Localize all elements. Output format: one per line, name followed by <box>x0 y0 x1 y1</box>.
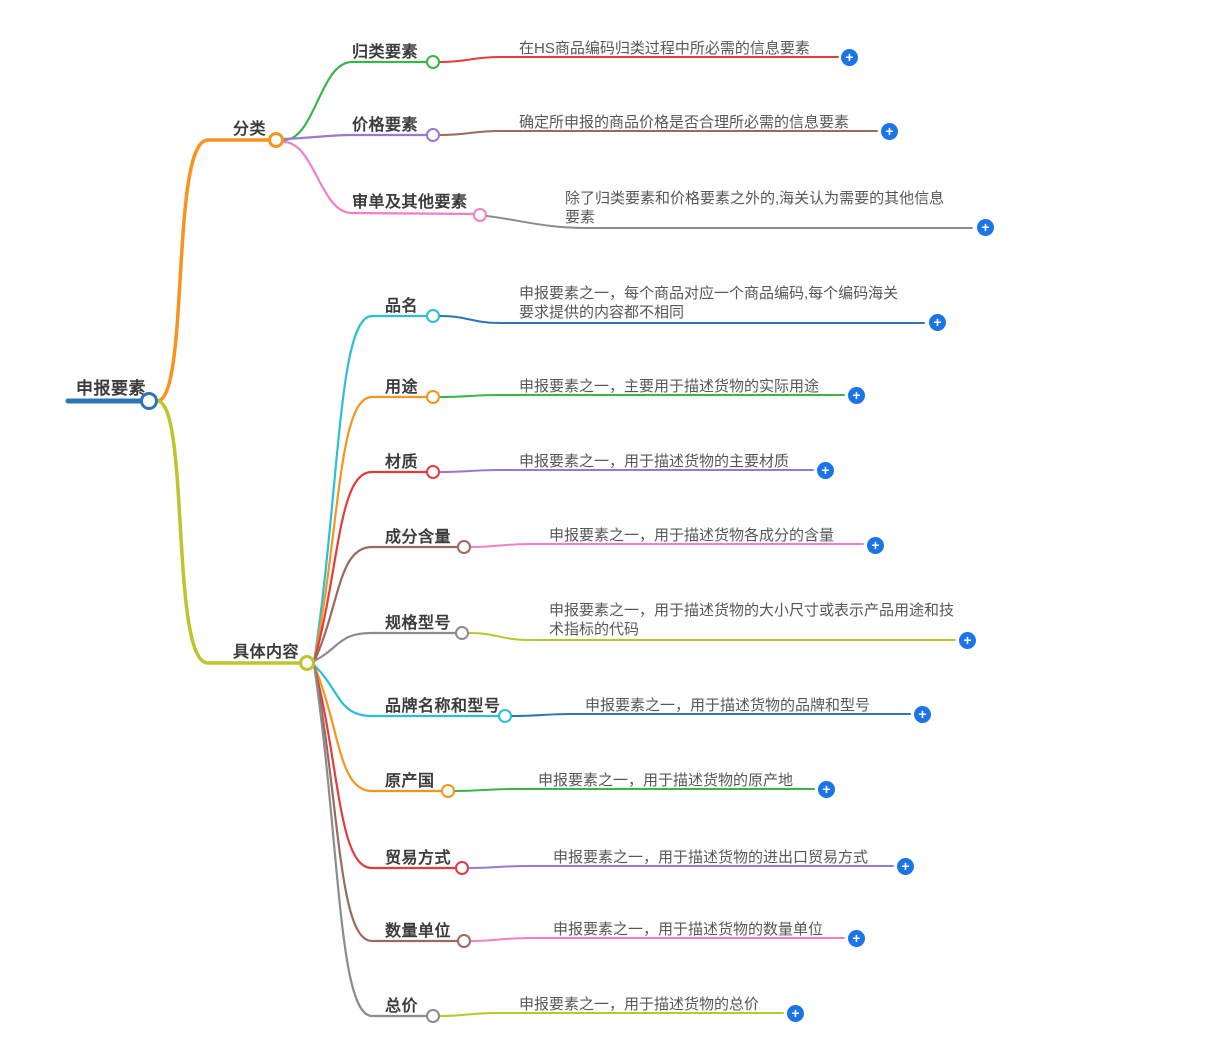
node-circle[interactable] <box>455 861 469 875</box>
node-circle[interactable] <box>426 309 440 323</box>
plus-icon[interactable]: + <box>881 123 898 140</box>
node-label-total-price[interactable]: 总价 <box>385 998 419 1015</box>
node-circle[interactable] <box>455 626 469 640</box>
branch-circle-content[interactable] <box>299 655 315 671</box>
node-label-origin-country[interactable]: 原产国 <box>385 773 435 790</box>
node-desc-material[interactable]: 申报要素之一，用于描述货物的主要材质 <box>519 453 790 470</box>
node-label-product-name[interactable]: 品名 <box>385 298 419 315</box>
node-desc-usage[interactable]: 申报要素之一，主要用于描述货物的实际用途 <box>519 378 820 395</box>
node-label-usage[interactable]: 用途 <box>385 379 419 396</box>
plus-icon[interactable]: + <box>841 49 858 66</box>
plus-icon[interactable]: + <box>818 781 835 798</box>
root-node-circle[interactable] <box>140 392 158 410</box>
node-label-review-other-elements[interactable]: 审单及其他要素 <box>352 194 468 211</box>
node-desc-classification-elements[interactable]: 在HS商品编码归类过程中所必需的信息要素 <box>519 40 810 57</box>
plus-icon[interactable]: + <box>977 219 994 236</box>
plus-icon[interactable]: + <box>817 462 834 479</box>
node-label-price-elements[interactable]: 价格要素 <box>352 117 419 134</box>
plus-icon[interactable]: + <box>897 858 914 875</box>
node-desc-total-price[interactable]: 申报要素之一，用于描述货物的总价 <box>519 996 760 1013</box>
node-desc-brand-model[interactable]: 申报要素之一，用于描述货物的品牌和型号 <box>585 697 871 714</box>
node-circle[interactable] <box>426 465 440 479</box>
branch-circle-classification[interactable] <box>268 132 284 148</box>
root-node-label[interactable]: 申报要素 <box>76 379 146 398</box>
plus-icon[interactable]: + <box>848 930 865 947</box>
branch-line-content <box>155 399 309 665</box>
node-label-classification-elements[interactable]: 归类要素 <box>352 44 419 61</box>
node-desc-quantity-unit[interactable]: 申报要素之一，用于描述货物的数量单位 <box>553 921 824 938</box>
branch-label-classification[interactable]: 分类 <box>233 121 267 138</box>
node-desc-trade-mode[interactable]: 申报要素之一，用于描述货物的进出口贸易方式 <box>553 849 869 866</box>
node-desc-price-elements[interactable]: 确定所申报的商品价格是否合理所必需的信息要素 <box>519 114 850 131</box>
branch-line-classification <box>155 138 278 403</box>
node-desc-origin-country[interactable]: 申报要素之一，用于描述货物的原产地 <box>538 772 794 789</box>
node-circle[interactable] <box>426 55 440 69</box>
node-desc-product-name[interactable]: 申报要素之一，每个商品对应一个商品编码,每个编码海关要求提供的内容都不相同 <box>519 285 899 321</box>
node-label-material[interactable]: 材质 <box>385 454 419 471</box>
plus-icon[interactable]: + <box>867 537 884 554</box>
plus-icon[interactable]: + <box>929 314 946 331</box>
node-desc-composition-content[interactable]: 申报要素之一，用于描述货物各成分的含量 <box>549 527 835 544</box>
node-desc-review-other-elements[interactable]: 除了归类要素和价格要素之外的,海关认为需要的其他信息要素 <box>565 190 945 226</box>
node-circle[interactable] <box>457 540 471 554</box>
branch-label-content[interactable]: 具体内容 <box>233 644 300 661</box>
node-circle[interactable] <box>426 390 440 404</box>
node-circle[interactable] <box>426 128 440 142</box>
node-desc-spec-model[interactable]: 申报要素之一，用于描述货物的大小尺寸或表示产品用途和技术指标的代码 <box>549 602 955 638</box>
plus-icon[interactable]: + <box>959 632 976 649</box>
node-label-spec-model[interactable]: 规格型号 <box>385 615 452 632</box>
node-circle[interactable] <box>441 784 455 798</box>
plus-icon[interactable]: + <box>787 1005 804 1022</box>
node-circle[interactable] <box>426 1009 440 1023</box>
node-circle[interactable] <box>473 208 487 222</box>
node-label-trade-mode[interactable]: 贸易方式 <box>385 850 452 867</box>
node-label-quantity-unit[interactable]: 数量单位 <box>385 923 452 940</box>
node-label-brand-model[interactable]: 品牌名称和型号 <box>385 698 501 715</box>
node-circle[interactable] <box>457 934 471 948</box>
plus-icon[interactable]: + <box>914 706 931 723</box>
node-circle[interactable] <box>498 709 512 723</box>
node-label-composition-content[interactable]: 成分含量 <box>385 529 452 546</box>
plus-icon[interactable]: + <box>848 387 865 404</box>
